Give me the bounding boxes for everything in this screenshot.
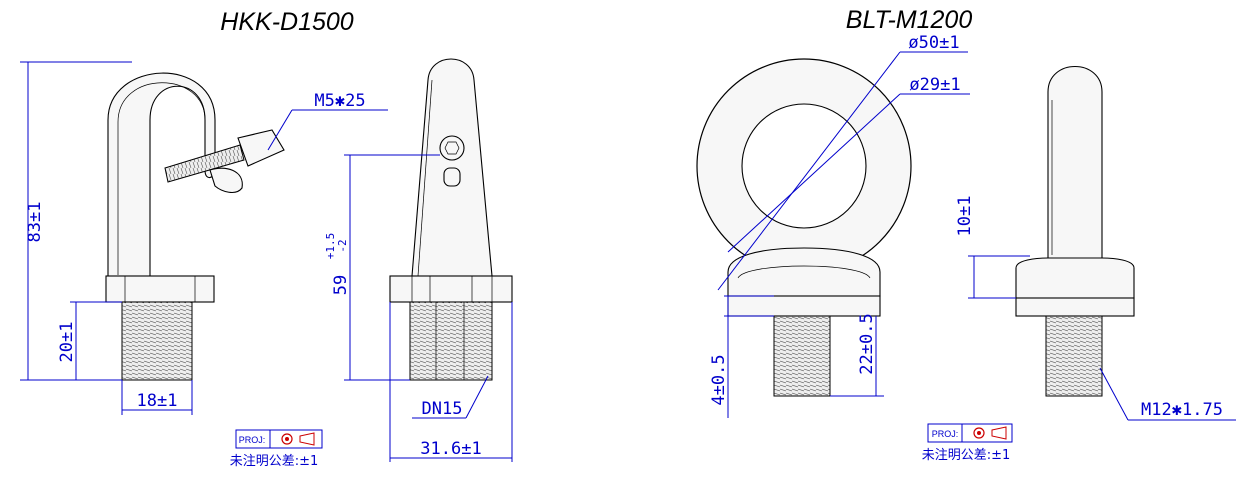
dim-bolt-thread-len: 22±0.5 xyxy=(857,313,877,374)
dim-side-width: 31.6±1 xyxy=(420,439,481,459)
dim-side-thread: DN15 xyxy=(422,399,463,419)
dim-collar-height: 4±0.5 xyxy=(709,354,729,405)
dim-side-collar: 10±1 xyxy=(955,196,975,237)
hook-dimensions: 83±1 20±1 18±1 M5✱25 xyxy=(20,61,388,415)
tolerance-note-right: 未注明公差:±1 xyxy=(922,448,1011,463)
dim-hook-height: 83±1 xyxy=(25,202,45,243)
dim-side-height-lower: -2 xyxy=(336,239,349,252)
side-dimensions: 59 +1.5 -2 DN15 31.6±1 xyxy=(324,154,513,462)
screw-body xyxy=(164,144,245,183)
eyebolt-side-dimensions: 10±1 M12✱1.75 xyxy=(955,196,1236,421)
dim-hook-screw: M5✱25 xyxy=(314,91,365,111)
hook-front-view xyxy=(105,72,285,381)
title-left: HKK-D1500 xyxy=(220,8,353,36)
eyebolt-dimensions: ø50±1 ø29±1 4±0.5 22±0.5 xyxy=(709,33,970,418)
right-projection-box: PROJ: xyxy=(927,423,1013,443)
dim-bolt-thread: M12✱1.75 xyxy=(1141,400,1223,420)
dim-ring-inner: ø29±1 xyxy=(909,75,960,95)
dim-side-height-upper: +1.5 xyxy=(324,233,337,260)
dim-side-height: 59 xyxy=(331,275,351,295)
dim-hook-thread-len: 20±1 xyxy=(57,322,77,363)
title-right: BLT-M1200 xyxy=(846,6,973,34)
dim-hook-thread-width: 18±1 xyxy=(137,391,178,411)
dim-ring-outer: ø50±1 xyxy=(908,33,959,53)
eyebolt-side-view xyxy=(1015,65,1135,397)
left-projection-box: PROJ: xyxy=(235,429,323,449)
eyebolt-front-view xyxy=(696,58,912,397)
hook-side-view xyxy=(389,58,513,381)
proj-label-right: PROJ: xyxy=(932,429,959,439)
proj-label-left: PROJ: xyxy=(239,435,266,445)
tolerance-note-left: 未注明公差:±1 xyxy=(230,454,319,469)
